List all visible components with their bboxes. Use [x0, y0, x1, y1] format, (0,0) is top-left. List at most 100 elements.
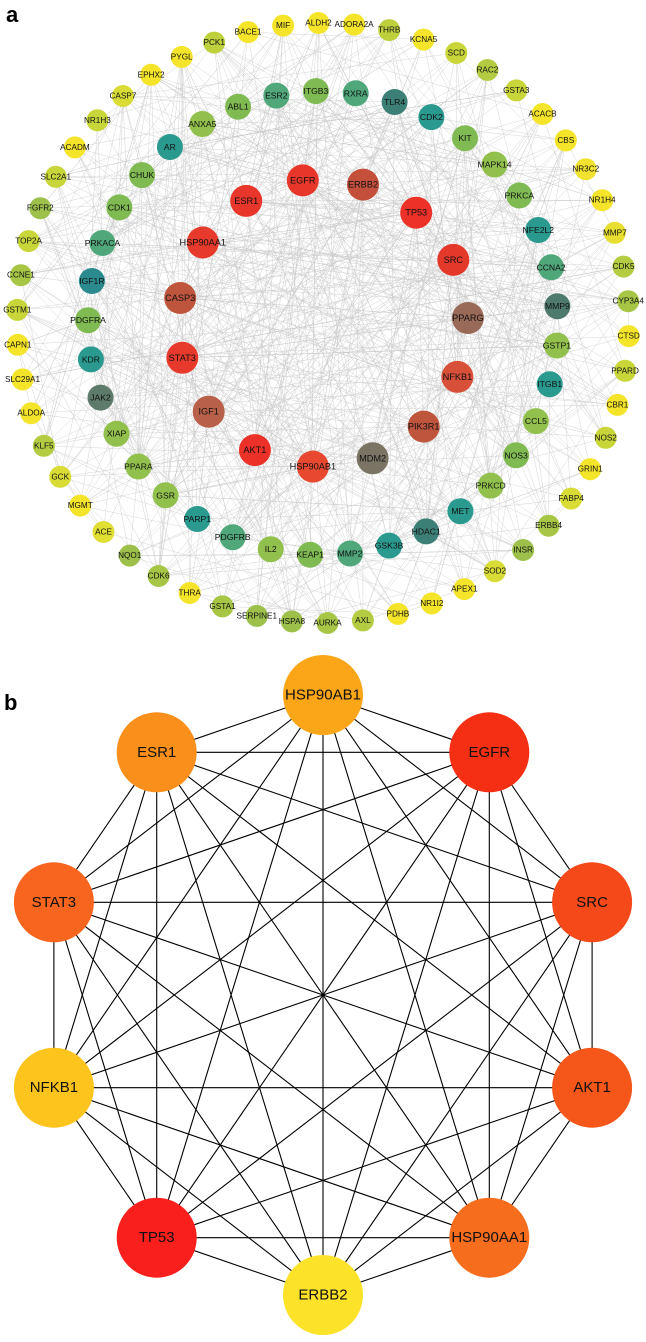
node-acacb[interactable]: ACACB	[528, 103, 557, 125]
hub-node-hsp90ab1[interactable]: HSP90AB1	[283, 655, 363, 735]
node-igf1r[interactable]: IGF1R	[78, 268, 105, 294]
node-nr3c2[interactable]: NR3C2	[572, 158, 600, 181]
node-igf1[interactable]: IGF1	[192, 395, 225, 428]
node-pik3r1[interactable]: PIK3R1	[407, 410, 440, 443]
node-scd[interactable]: SCD	[445, 42, 468, 64]
hub-node-tp53[interactable]: TP53	[116, 1197, 197, 1278]
node-aldh2[interactable]: ALDH2	[305, 12, 332, 34]
hub-node-akt1[interactable]: AKT1	[552, 1047, 633, 1128]
node-nr1i2[interactable]: NR1I2	[420, 592, 444, 615]
node-adora2a[interactable]: ADORA2A	[335, 13, 375, 36]
node-mmp2[interactable]: MMP2	[337, 540, 363, 567]
hub-node-hsp90aa1[interactable]: HSP90AA1	[449, 1197, 530, 1278]
node-kcna5[interactable]: KCNA5	[410, 28, 438, 51]
node-kdr[interactable]: KDR	[77, 346, 104, 373]
node-acadm[interactable]: ACADM	[60, 136, 90, 159]
node-xiap[interactable]: XIAP	[103, 420, 130, 447]
hub-node-nfkb1[interactable]: NFKB1	[13, 1047, 94, 1128]
node-parp1[interactable]: PARP1	[184, 506, 212, 532]
node-ephx2[interactable]: EPHX2	[138, 63, 165, 86]
node-jak2[interactable]: JAK2	[87, 384, 114, 411]
node-pdgfra[interactable]: PDGFRA	[70, 307, 106, 334]
node-tlr4[interactable]: TLR4	[381, 89, 408, 115]
node-rxra[interactable]: RXRA	[342, 80, 369, 107]
node-cbr1[interactable]: CBR1	[606, 393, 629, 416]
node-nfe2l2[interactable]: NFE2L2	[523, 217, 555, 243]
node-il2[interactable]: IL2	[257, 536, 284, 563]
node-egfr[interactable]: EGFR	[286, 164, 319, 197]
node-mmp7[interactable]: MMP7	[603, 221, 627, 244]
node-nr1h4[interactable]: NR1H4	[589, 189, 616, 212]
node-ppard[interactable]: PPARD	[611, 359, 639, 382]
node-gck[interactable]: GCK	[49, 465, 72, 488]
node-pparg[interactable]: PPARG	[451, 302, 484, 334]
node-cbs[interactable]: CBS	[554, 129, 577, 152]
node-fabp4[interactable]: FABP4	[558, 487, 584, 510]
node-ar[interactable]: AR	[156, 134, 183, 160]
node-hspa8[interactable]: HSPA8	[279, 610, 306, 633]
node-grin1[interactable]: GRIN1	[578, 458, 603, 481]
node-axl[interactable]: AXL	[351, 609, 374, 632]
node-abl1[interactable]: ABL1	[225, 93, 252, 120]
node-slc2a1[interactable]: SLC2A1	[41, 165, 72, 188]
node-ppara[interactable]: PPARA	[124, 453, 153, 480]
node-gstm1[interactable]: GSTM1	[3, 298, 32, 321]
node-cdk5[interactable]: CDK5	[612, 255, 635, 278]
node-bace1[interactable]: BACE1	[235, 21, 262, 44]
hub-node-erbb2[interactable]: ERBB2	[283, 1255, 363, 1335]
node-casp7[interactable]: CASP7	[109, 85, 137, 107]
node-cdk6[interactable]: CDK6	[147, 565, 170, 587]
hub-node-src[interactable]: SRC	[552, 862, 633, 943]
node-nos3[interactable]: NOS3	[503, 442, 530, 469]
node-top2a[interactable]: TOP2A	[15, 230, 42, 253]
node-fgfr2[interactable]: FGFR2	[27, 197, 54, 220]
node-esr2[interactable]: ESR2	[263, 82, 290, 109]
node-slc29a1[interactable]: SLC29A1	[5, 368, 40, 391]
node-hsp90aa1[interactable]: HSP90AA1	[180, 226, 226, 259]
node-aldoa[interactable]: ALDOA	[17, 402, 46, 425]
node-cdk1[interactable]: CDK1	[106, 194, 133, 221]
node-stat3[interactable]: STAT3	[166, 341, 199, 374]
node-mmp9[interactable]: MMP9	[544, 293, 571, 320]
node-gsr[interactable]: GSR	[152, 482, 179, 509]
node-rac2[interactable]: RAC2	[476, 59, 499, 81]
node-src[interactable]: SRC	[437, 243, 470, 276]
node-nqo1[interactable]: NQO1	[118, 544, 142, 567]
node-akt1[interactable]: AKT1	[238, 434, 271, 467]
node-mdm2[interactable]: MDM2	[356, 442, 389, 475]
hub-node-egfr[interactable]: EGFR	[449, 712, 530, 793]
node-hdac1[interactable]: HDAC1	[412, 518, 441, 545]
node-itgb1[interactable]: ITGB1	[536, 371, 563, 398]
node-thra[interactable]: THRA	[179, 582, 202, 604]
node-klf5[interactable]: KLF5	[32, 434, 55, 457]
node-mif[interactable]: MIF	[272, 14, 295, 37]
node-pdgfrb[interactable]: PDGFRB	[215, 524, 251, 551]
node-prkca[interactable]: PRKCA	[504, 182, 534, 209]
node-sod2[interactable]: SOD2	[484, 560, 507, 583]
node-ccna2[interactable]: CCNA2	[537, 254, 566, 281]
node-ccl5[interactable]: CCL5	[522, 408, 549, 435]
node-serpine1[interactable]: SERPINE1	[237, 604, 278, 627]
node-prkcd[interactable]: PRKCD	[476, 472, 506, 499]
node-chuk[interactable]: CHUK	[129, 162, 155, 189]
node-aurka[interactable]: AURKA	[313, 612, 342, 634]
node-gsta3[interactable]: GSTA3	[503, 79, 530, 102]
node-nfkb1[interactable]: NFKB1	[441, 360, 474, 393]
node-gsta1[interactable]: GSTA1	[209, 595, 236, 618]
node-pdhb[interactable]: PDHB	[387, 602, 410, 625]
node-tp53[interactable]: TP53	[400, 196, 433, 229]
node-mapk14[interactable]: MAPK14	[478, 151, 512, 178]
node-ctsd[interactable]: CTSD	[618, 325, 640, 348]
node-mgmt[interactable]: MGMT	[68, 494, 93, 517]
node-nos2[interactable]: NOS2	[595, 426, 618, 449]
node-gstp1[interactable]: GSTP1	[543, 332, 571, 359]
node-anxa5[interactable]: ANXA5	[188, 111, 217, 137]
node-insr[interactable]: INSR	[512, 539, 535, 561]
node-itgb3[interactable]: ITGB3	[302, 78, 329, 105]
node-thrb[interactable]: THRB	[378, 19, 401, 42]
node-erbb2[interactable]: ERBB2	[347, 168, 379, 201]
node-erbb4[interactable]: ERBB4	[535, 514, 562, 537]
node-esr1[interactable]: ESR1	[230, 184, 263, 217]
node-kit[interactable]: KIT	[452, 125, 478, 152]
node-nr1h3[interactable]: NR1H3	[84, 109, 111, 132]
